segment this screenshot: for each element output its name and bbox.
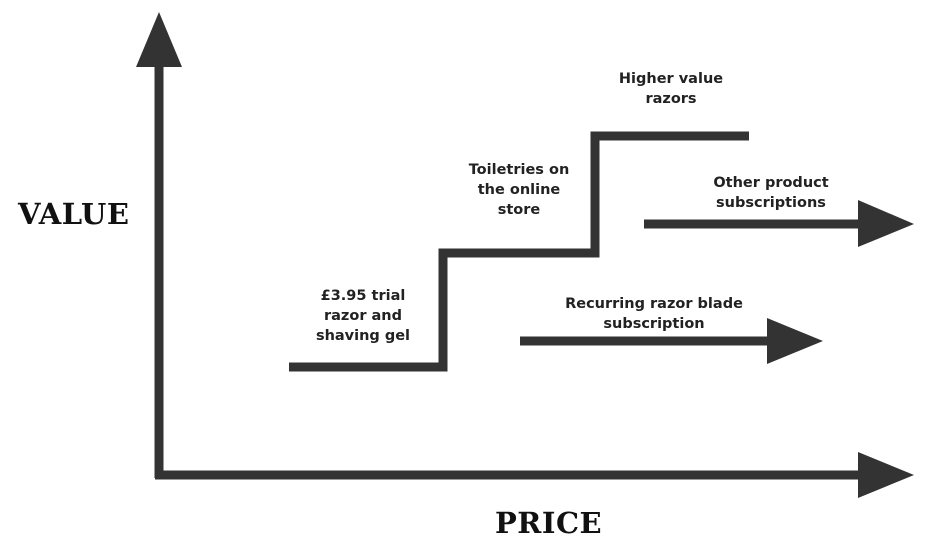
y-axis-arrowhead (136, 12, 182, 67)
step3-label-line: razors (645, 91, 697, 107)
razor-blade-subscription-label-line: Recurring razor blade (565, 296, 743, 312)
step2-label-line: the online (477, 182, 561, 198)
step1-label: £3.95 trial razor and shaving gel (298, 286, 428, 346)
step1-label-line: £3.95 trial (320, 288, 406, 304)
step3-label: Higher value razors (596, 69, 746, 109)
razor-blade-subscription-label-line: subscription (603, 316, 705, 332)
step1-label-line: shaving gel (315, 328, 411, 344)
step2-label-line: Toiletries on (468, 162, 570, 178)
other-subscriptions-arrowhead (858, 200, 914, 247)
step3-label-line: Higher value (618, 71, 724, 87)
other-subscriptions-label-line: Other product (713, 175, 829, 191)
razor-blade-subscription-arrowhead (767, 318, 823, 364)
step1-label-line: razor and (323, 308, 403, 324)
other-subscriptions-label: Other product subscriptions (691, 173, 851, 213)
step2-label: Toiletries on the online store (449, 160, 589, 220)
y-axis-label: VALUE (18, 197, 130, 231)
x-axis-arrowhead (858, 452, 914, 498)
step2-label-line: store (497, 202, 541, 218)
other-subscriptions-label-line: subscriptions (716, 195, 826, 211)
x-axis-label: PRICE (495, 506, 603, 540)
value-staircase (289, 131, 749, 372)
razor-blade-subscription-label: Recurring razor blade subscription (554, 294, 754, 334)
